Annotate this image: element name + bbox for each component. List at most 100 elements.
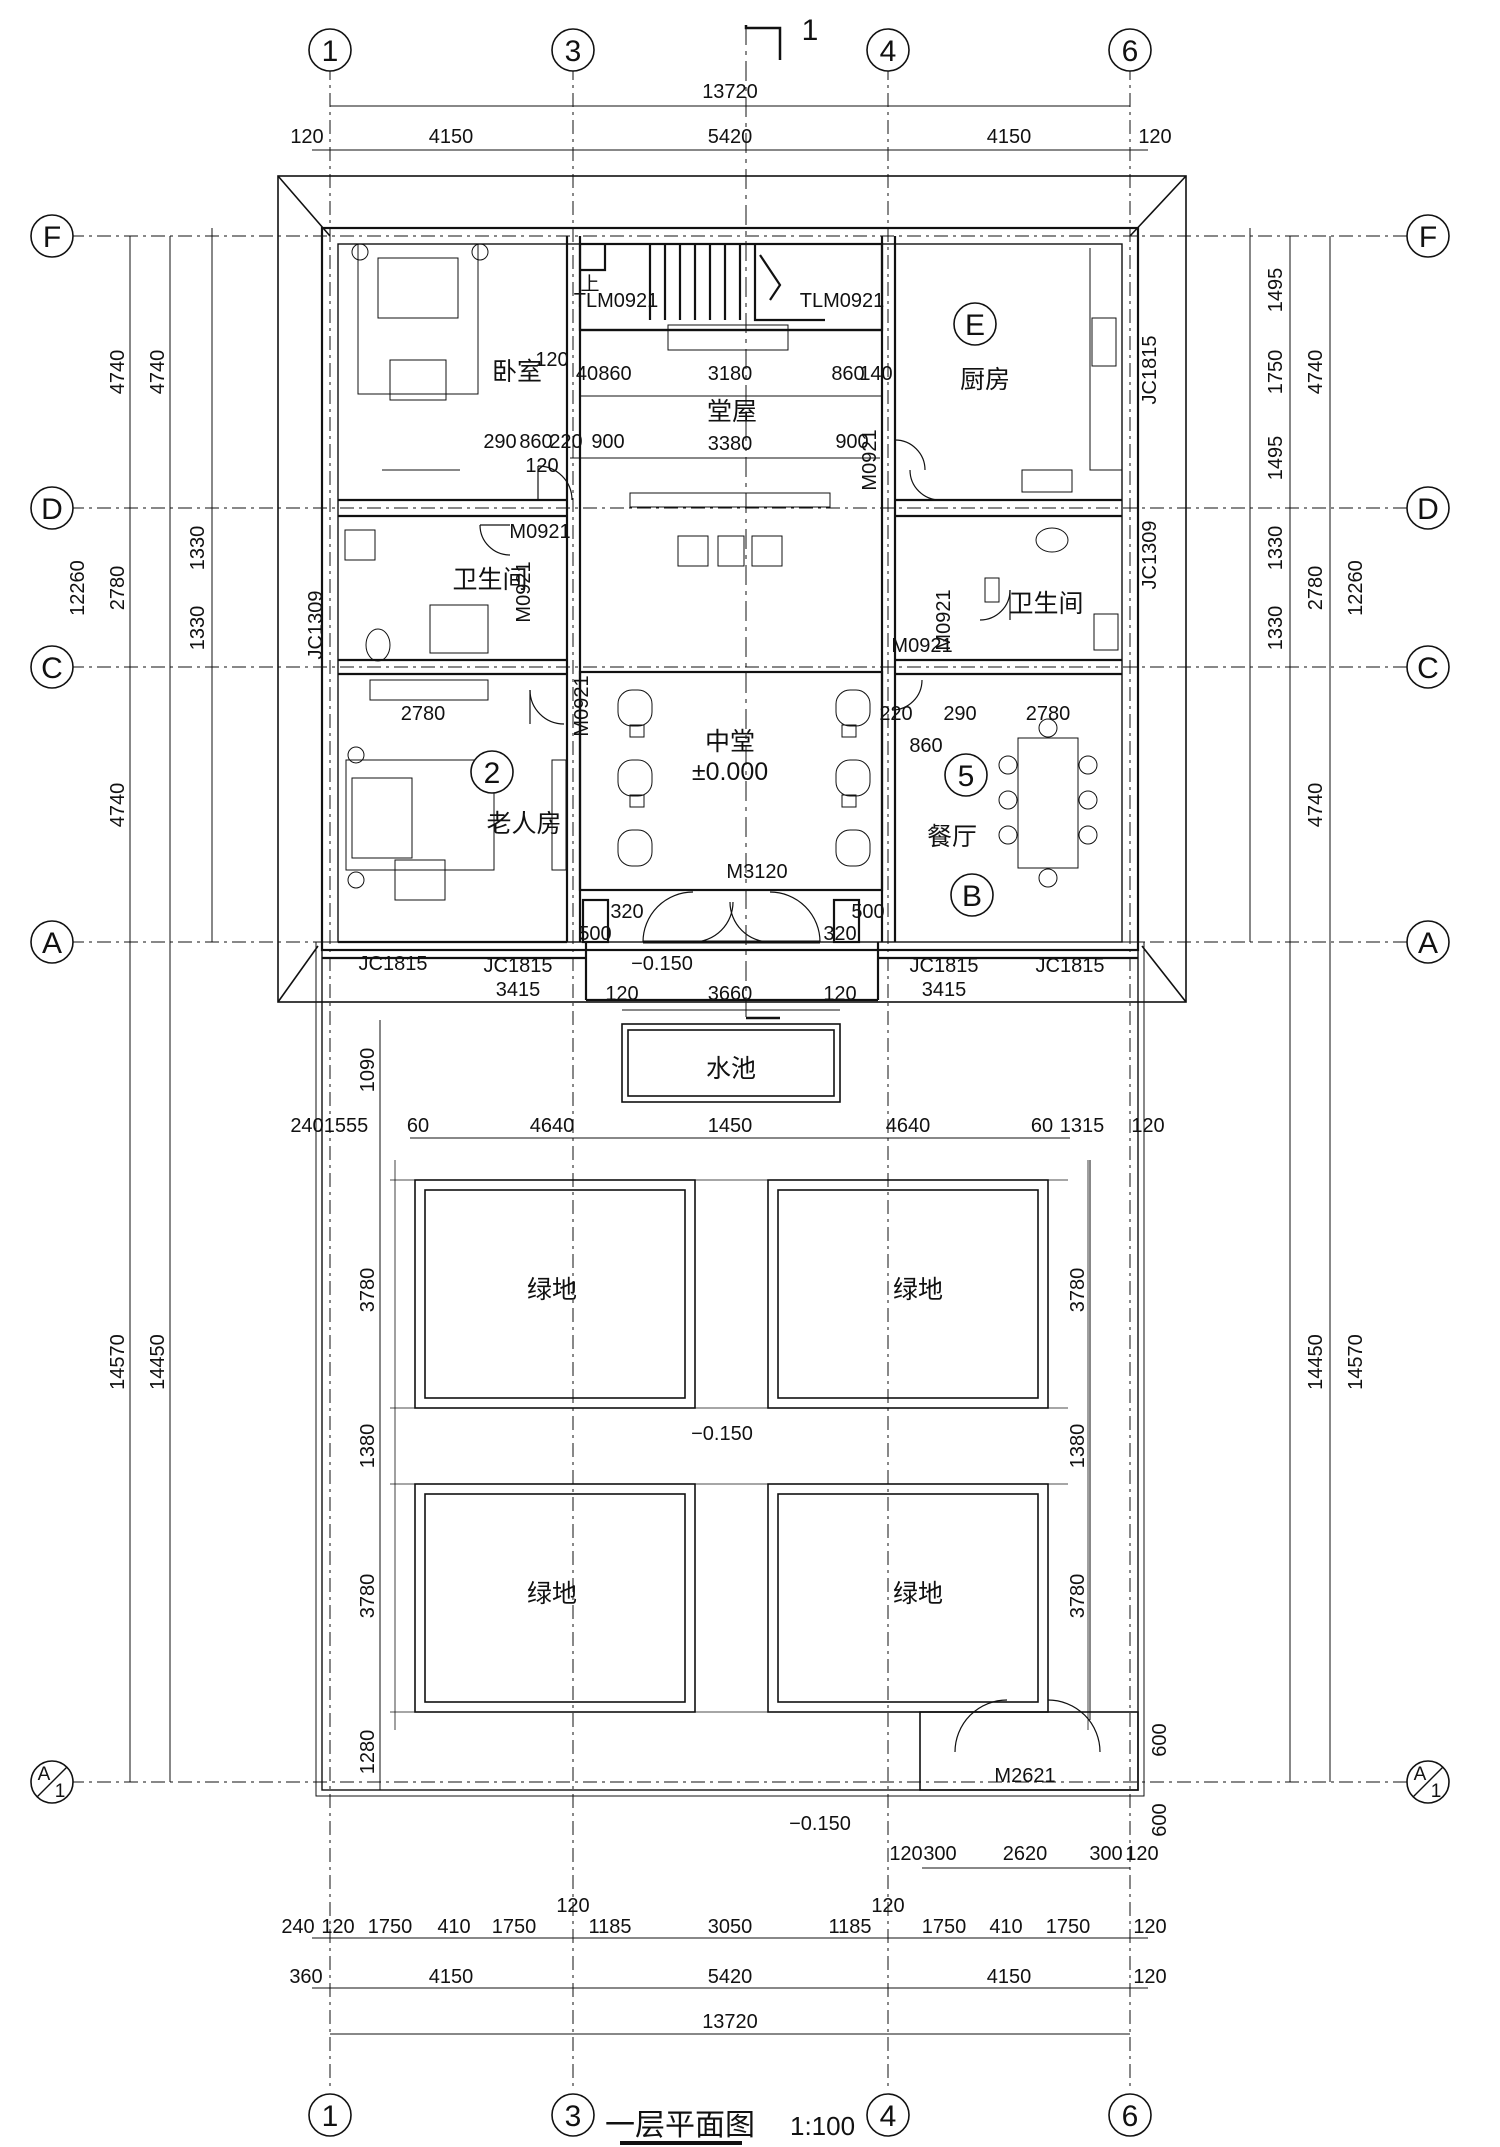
tag-m-bath-r: M0921: [933, 589, 955, 650]
dim-g-60a: 60: [407, 1115, 429, 1137]
axis-label-C-left: C: [41, 652, 63, 685]
dim-f-320a: 320: [610, 901, 643, 923]
dim-b3-total: 13720: [702, 2011, 758, 2033]
detail-circle-2: 2: [484, 757, 501, 790]
axis-lines: [70, 25, 1410, 2090]
dim-b1-1750c: 1750: [922, 1916, 967, 1938]
dim-ly-1280: 1280: [357, 1730, 379, 1775]
dim-b-900b: 900: [835, 431, 868, 453]
level-middle-hall: ±0.000: [692, 758, 768, 786]
dim-p-3660: 3660: [708, 983, 753, 1005]
dim-hall-40: 40: [576, 363, 598, 385]
dim-b-3380: 3380: [708, 433, 753, 455]
axis-label-4-top: 4: [880, 35, 897, 68]
detail-circle-5: 5: [958, 760, 975, 793]
axis-label-D-right: D: [1417, 493, 1439, 526]
dim-p-120b: 120: [823, 983, 856, 1005]
dim-b1-410a: 410: [437, 1916, 470, 1938]
dim-di-2780: 2780: [1026, 703, 1071, 725]
dim-b1-120: 120: [321, 1916, 354, 1938]
dim-r-14450: 14450: [1305, 1334, 1327, 1390]
dim-b1-1185b: 1185: [828, 1916, 871, 1938]
dim-b1-240: 240: [281, 1916, 314, 1938]
axis-label-D-left: D: [41, 493, 63, 526]
dim-b1-410b: 410: [989, 1916, 1022, 1938]
tag-m-gate: M2621: [994, 1765, 1055, 1787]
axis-label-6-top: 6: [1122, 35, 1139, 68]
dim-r-2780: 2780: [1305, 566, 1327, 611]
dim-b1-1750b: 1750: [492, 1916, 537, 1938]
room-kitchen: 厨房: [960, 366, 1010, 394]
dim-b-220: 220: [549, 431, 582, 453]
dim-gate-120: 120: [889, 1843, 922, 1865]
tag-tlm-left: TLM0921: [574, 290, 659, 312]
axis-label-4-bottom: 4: [880, 2100, 897, 2133]
dim-di-860: 860: [909, 735, 942, 757]
dim-ry-600a: 600: [1149, 1723, 1171, 1756]
room-hall-upper: 堂屋: [707, 398, 757, 426]
dim-l-4740b: 4740: [147, 350, 169, 395]
dim-g-1555: 1555: [324, 1115, 369, 1137]
axis-label-A1-right-main: A: [1414, 1764, 1427, 1785]
tag-jc-front-3: JC1815: [910, 955, 979, 977]
room-elder: 老人房: [486, 810, 561, 838]
dim-r-1330a: 1330: [1265, 526, 1287, 571]
tag-m-main: M3120: [726, 861, 787, 883]
axis-label-E: E: [965, 309, 985, 342]
dim-hall-140: 140: [859, 363, 892, 385]
dim-r-1495b: 1495: [1265, 436, 1287, 481]
dim-l-14450: 14450: [147, 1334, 169, 1390]
dim-ly-3780a: 3780: [357, 1268, 379, 1313]
dim-top-4150a: 4150: [429, 126, 474, 148]
dim-top-4150b: 4150: [987, 126, 1032, 148]
dim-el-2780: 2780: [401, 703, 446, 725]
dim-l-12260: 12260: [67, 560, 89, 616]
level-yard: −0.150: [691, 1423, 753, 1445]
axis-label-F-left: F: [43, 221, 61, 254]
title-name: 一层平面图: [605, 2109, 755, 2142]
dim-l-1330a: 1330: [187, 526, 209, 571]
axis-label-A1-left-sub: 1: [55, 1781, 66, 1802]
dim-r-1330b: 1330: [1265, 606, 1287, 651]
axis-bubbles: [30, 28, 1450, 2137]
dim-r-1750: 1750: [1265, 350, 1287, 395]
dim-b1-120d: 120: [871, 1895, 904, 1917]
dim-l-4740c: 4740: [107, 783, 129, 828]
dim-b2-360: 360: [289, 1966, 322, 1988]
dim-top-120b: 120: [1138, 126, 1171, 148]
dim-g-60b: 60: [1031, 1115, 1053, 1137]
furniture: [344, 243, 1122, 901]
dim-ry-3780b: 3780: [1067, 1574, 1089, 1619]
tag-jc-bath-l: JC1309: [305, 591, 327, 660]
section-mark-number: 1: [802, 14, 819, 47]
dim-b-120: 120: [525, 455, 558, 477]
dim-f-500b: 500: [851, 901, 884, 923]
dim-f-320b: 320: [823, 923, 856, 945]
axis-label-A1-left-main: A: [38, 1764, 51, 1785]
dim-f-500a: 500: [578, 923, 611, 945]
section-mark: [744, 25, 782, 1020]
level-porch: −0.150: [631, 953, 693, 975]
roof-outline: [277, 175, 1187, 1003]
dimension-lines: [129, 105, 1331, 2035]
tag-jc-bath-r: JC1309: [1139, 521, 1161, 590]
dim-ly-1090: 1090: [357, 1048, 379, 1093]
room-bath-right: 卫生间: [1008, 590, 1083, 618]
axis-label-F-right: F: [1419, 221, 1437, 254]
axis-label-6-bottom: 6: [1122, 2100, 1139, 2133]
tag-jc-front-2: JC1815: [484, 955, 553, 977]
room-green-2: 绿地: [893, 1276, 943, 1304]
tag-jc-kitchen: JC1815: [1139, 336, 1161, 405]
axis-label-C-right: C: [1417, 652, 1439, 685]
dim-g-1315: 1315: [1060, 1115, 1105, 1137]
dim-b1-120b: 120: [1133, 1916, 1166, 1938]
dim-b1-1185a: 1185: [588, 1916, 631, 1938]
tag-m-bath-l: M0921: [513, 561, 535, 622]
dim-ry-600b: 600: [1149, 1803, 1171, 1836]
tag-m-dining: M0921: [891, 635, 952, 657]
dim-b2-120: 120: [1133, 1966, 1166, 1988]
dim-f-3415b: 3415: [922, 979, 967, 1001]
room-green-1: 绿地: [527, 1276, 577, 1304]
dim-r-4740a: 4740: [1305, 350, 1327, 395]
dim-gate-300a: 300: [923, 1843, 956, 1865]
